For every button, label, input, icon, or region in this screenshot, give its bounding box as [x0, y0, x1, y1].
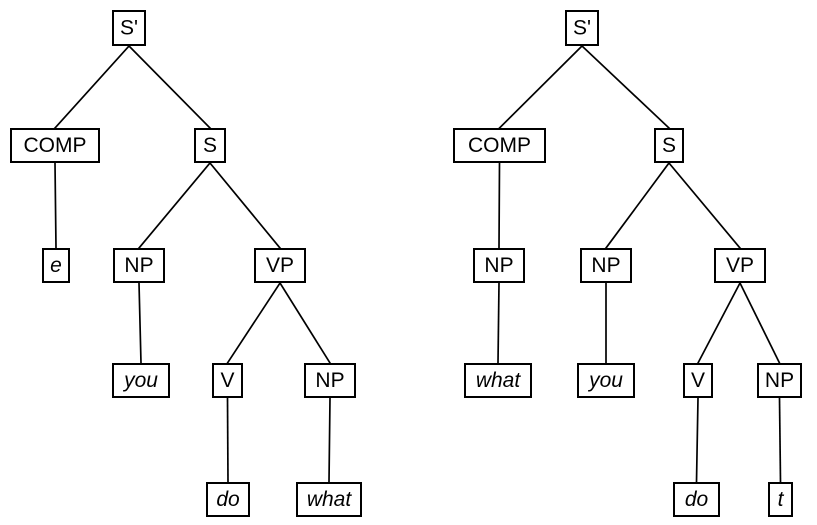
node-label: NP	[124, 254, 153, 277]
node-label: VP	[726, 254, 754, 277]
tree-edge	[53, 44, 131, 130]
tree-edge	[778, 397, 782, 483]
node-box	[453, 128, 546, 163]
node-box	[683, 363, 713, 398]
node-box	[768, 482, 793, 517]
terminal-node-do: do	[673, 482, 720, 517]
node-label: you	[587, 369, 623, 392]
node-label: VP	[266, 254, 294, 277]
tree-edge	[208, 161, 282, 250]
node-label: V	[220, 369, 234, 392]
node-s: S	[654, 128, 684, 163]
tree-edge	[498, 162, 501, 249]
tree-edge	[328, 397, 331, 483]
node-label: what	[476, 369, 522, 392]
node-label: NP	[591, 254, 620, 277]
node-box	[194, 128, 226, 163]
edge-group	[497, 44, 782, 483]
node-v: V	[212, 363, 243, 398]
node-label: S	[203, 134, 217, 157]
tree-edge	[498, 44, 584, 130]
node-np: NP	[113, 248, 165, 283]
node-box	[580, 248, 632, 283]
terminal-node-what: what	[296, 482, 362, 517]
node-box	[42, 248, 70, 283]
tree-edge	[127, 44, 212, 130]
tree-edge	[696, 281, 742, 365]
node-box	[10, 128, 100, 163]
node-label: COMP	[468, 134, 531, 157]
tree-edge	[226, 397, 229, 483]
node-box	[464, 363, 532, 398]
tree-edge	[497, 282, 500, 364]
node-s: S'	[112, 10, 146, 46]
tree-edge	[137, 161, 212, 250]
tree-edge	[278, 281, 332, 365]
node-comp: COMP	[453, 128, 546, 163]
node-label: e	[50, 254, 62, 277]
node-box	[296, 482, 362, 517]
terminal-node-you: you	[112, 363, 170, 398]
tree-edge	[695, 397, 699, 483]
node-box	[714, 248, 766, 283]
node-box	[473, 248, 525, 283]
node-box	[206, 482, 250, 517]
node-np: NP	[757, 363, 802, 398]
terminal-node-you: you	[577, 363, 635, 398]
tree-edge	[604, 161, 671, 250]
node-v: V	[683, 363, 713, 398]
node-box	[212, 363, 243, 398]
node-box	[565, 10, 599, 46]
node-box	[654, 128, 684, 163]
node-box	[577, 363, 635, 398]
node-label: NP	[765, 369, 794, 392]
tree-edge	[138, 282, 142, 364]
terminal-node-t: t	[768, 482, 793, 517]
node-label: V	[691, 369, 705, 392]
tree-edge	[226, 281, 282, 365]
node-np: NP	[580, 248, 632, 283]
tree-edge	[667, 161, 742, 250]
tree-edge	[580, 44, 671, 130]
edge-group	[53, 44, 332, 483]
node-box	[113, 248, 165, 283]
node-np: NP	[473, 248, 525, 283]
node-box	[112, 363, 170, 398]
node-label: t	[778, 488, 785, 511]
terminal-node-e: e	[42, 248, 70, 283]
node-box	[757, 363, 802, 398]
tree-edge	[738, 281, 781, 365]
node-label: COMP	[24, 134, 87, 157]
node-label: what	[307, 488, 353, 511]
node-label: do	[216, 488, 240, 511]
node-label: do	[685, 488, 709, 511]
node-vp: VP	[714, 248, 766, 283]
node-label: NP	[315, 369, 344, 392]
tree-edge	[54, 162, 57, 249]
node-vp: VP	[254, 248, 306, 283]
node-box	[304, 363, 356, 398]
terminal-node-what: what	[464, 363, 532, 398]
terminal-node-do: do	[206, 482, 250, 517]
node-box	[112, 10, 146, 46]
surface-structure-tree: S' COMP S NP NP VP what you V NP do t	[453, 10, 802, 517]
node-label: S	[662, 134, 676, 157]
node-label: S'	[573, 17, 591, 40]
node-s: S'	[565, 10, 599, 46]
node-s: S	[194, 128, 226, 163]
node-box	[254, 248, 306, 283]
node-comp: COMP	[10, 128, 100, 163]
node-box	[673, 482, 720, 517]
node-label: NP	[484, 254, 513, 277]
node-np: NP	[304, 363, 356, 398]
node-label: you	[122, 369, 158, 392]
node-label: S'	[120, 17, 138, 40]
